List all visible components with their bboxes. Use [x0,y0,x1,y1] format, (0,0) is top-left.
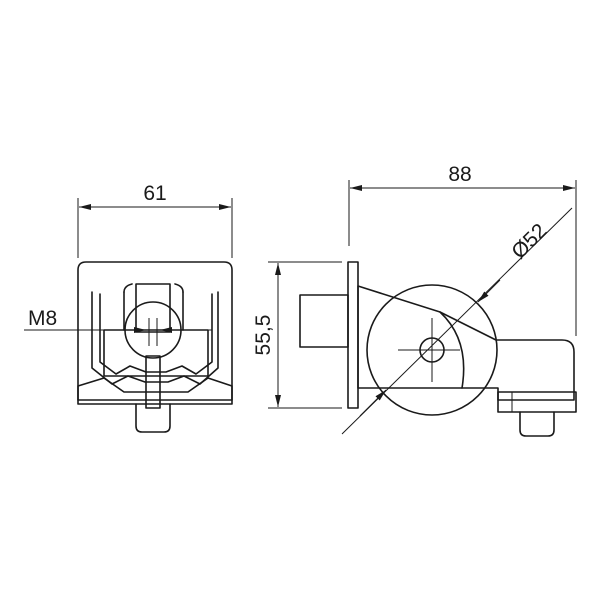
side-mounting-plate [347,261,359,409]
side-boss [299,294,349,348]
side-bottom-nut [519,411,555,437]
front-clamp-spring-inner [99,293,213,375]
dimension-length-side: 88 [348,163,577,336]
front-view [77,261,233,433]
side-view [299,261,577,437]
dimension-label-55-5: 55,5 [252,315,275,356]
dimension-thread: M8 [24,307,212,333]
dimension-label-m8: M8 [28,307,57,330]
dimension-height-side: 55,5 [252,261,342,409]
side-wheel [366,284,498,416]
front-clamp-spring [91,291,219,385]
side-fork-arm [357,285,575,401]
side-foot-bracket [497,391,577,413]
dimension-label-88: 88 [448,163,471,186]
dimension-label-61: 61 [143,182,166,205]
dimension-width-front: 61 [77,182,233,258]
front-bolt-head [135,283,171,333]
front-inner-frame [103,329,209,377]
dimension-label-diameter: Ø52 [507,219,551,263]
front-housing-outline [77,261,233,401]
front-bottom-nut [135,403,171,433]
front-thread-stud [145,355,161,409]
